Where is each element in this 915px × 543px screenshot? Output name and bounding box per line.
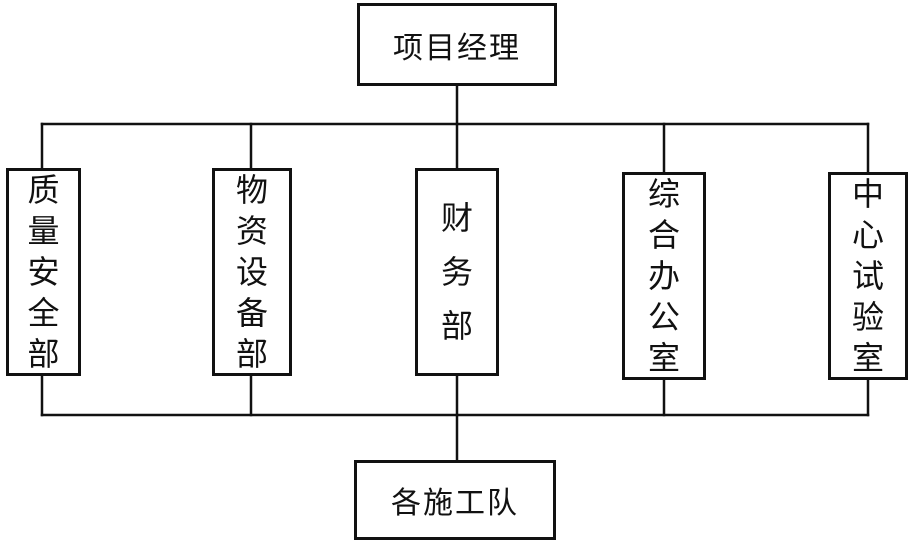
dept-label-central-lab: 中心试验室 [851,174,884,377]
dept-box-general-office: 综合办公室 [622,172,706,380]
dept-box-materials-equipment: 物资设备部 [212,168,292,376]
dept-label-general-office: 综合办公室 [647,174,680,377]
dept-box-central-lab: 中心试验室 [828,172,908,380]
dept-box-quality-safety: 质量安全部 [6,168,81,376]
construction-teams-box: 各施工队 [354,460,556,540]
dept-box-finance: 财务部 [415,168,499,376]
dept-label-finance: 财务部 [440,199,473,345]
construction-teams-label: 各施工队 [391,486,519,521]
dept-label-materials-equipment: 物资设备部 [235,170,268,373]
project-manager-box: 项目经理 [357,3,557,86]
dept-label-quality-safety: 质量安全部 [27,170,60,373]
project-manager-label: 项目经理 [393,30,521,66]
